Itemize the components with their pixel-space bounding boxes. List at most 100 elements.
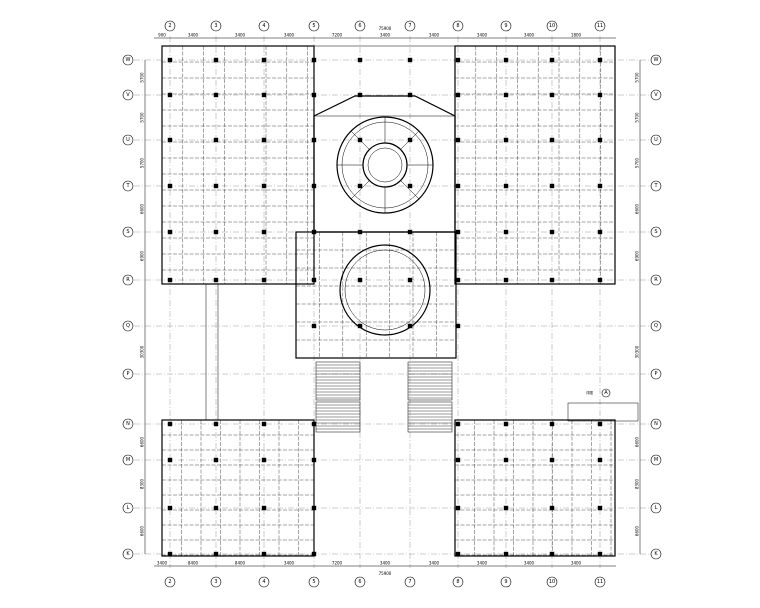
column — [213, 277, 219, 283]
axis-label: 6 — [358, 23, 361, 29]
dim-value: 6600 — [140, 203, 145, 214]
axis-label: 2 — [168, 23, 171, 29]
column — [549, 457, 555, 463]
radial-beam — [350, 180, 370, 200]
column — [549, 551, 555, 557]
axis-label: M — [126, 457, 130, 463]
axis-bubble — [258, 576, 270, 588]
dim-value: 3400 — [477, 33, 488, 38]
axis-bubble — [650, 89, 662, 101]
column — [503, 137, 509, 143]
dim-value: 5700 — [635, 112, 640, 123]
axis-label: 9 — [504, 579, 507, 585]
column — [167, 57, 173, 63]
axis-label: 11 — [597, 23, 603, 29]
stairs — [315, 361, 453, 433]
dim-value: 3400 — [235, 33, 246, 38]
dim-value: 8300 — [635, 478, 640, 489]
column — [357, 183, 363, 189]
axis-label: P — [126, 371, 129, 377]
axis-label: 8 — [456, 23, 459, 29]
column — [597, 137, 603, 143]
column — [597, 57, 603, 63]
axis-label: 10 — [549, 579, 555, 585]
dim-value: 3400 — [524, 33, 535, 38]
axis-label: V — [126, 92, 130, 98]
axis-bubble — [650, 180, 662, 192]
axis-label: R — [654, 277, 658, 283]
axis-bubble — [122, 368, 134, 380]
column — [357, 277, 363, 283]
axis-bubble — [500, 20, 512, 32]
column — [597, 183, 603, 189]
dim-value: 5700 — [635, 72, 640, 83]
column — [311, 229, 317, 235]
axis-label: 4 — [262, 23, 265, 29]
axis-bubble — [546, 576, 558, 588]
column — [167, 92, 173, 98]
column — [455, 277, 461, 283]
callout-text: 详图 — [586, 390, 594, 395]
column — [167, 229, 173, 235]
column — [455, 551, 461, 557]
columns — [167, 57, 603, 557]
beam-lines — [162, 46, 615, 556]
axis-label: L — [127, 505, 130, 511]
dim-value: 3400 — [571, 561, 582, 566]
dim-value: 3400 — [284, 33, 295, 38]
axis-label: 5 — [312, 579, 315, 585]
middle-block — [295, 231, 457, 359]
column — [503, 57, 509, 63]
column — [407, 229, 413, 235]
axis-label: Q — [126, 323, 130, 329]
axis-bubble — [650, 418, 662, 430]
axis-bubble — [452, 20, 464, 32]
column — [455, 457, 461, 463]
axis-bubble — [122, 89, 134, 101]
axis-bubble — [308, 20, 320, 32]
column — [167, 457, 173, 463]
lower-circle-room — [339, 244, 431, 336]
dim-value: 6600 — [140, 436, 145, 447]
column — [407, 183, 413, 189]
dim-value: 3400 — [284, 561, 295, 566]
axis-bubble — [546, 20, 558, 32]
column — [261, 277, 267, 283]
column — [549, 92, 555, 98]
column — [407, 277, 413, 283]
axis-bubble — [122, 54, 134, 66]
axis-label: V — [654, 92, 658, 98]
small-circle-core — [362, 142, 408, 188]
axis-bubble — [122, 134, 134, 146]
dim-value: 5700 — [140, 112, 145, 123]
column — [311, 183, 317, 189]
dim-value: 5700 — [140, 72, 145, 83]
column — [261, 457, 267, 463]
column — [311, 57, 317, 63]
axis-label: Q — [654, 323, 658, 329]
axis-bubble — [650, 454, 662, 466]
column — [503, 183, 509, 189]
small-circle-inner — [367, 147, 403, 183]
dim-value: 7200 — [332, 33, 343, 38]
axis-bubble — [164, 20, 176, 32]
column — [455, 137, 461, 143]
axis-bubble — [258, 20, 270, 32]
axis-bubble — [650, 320, 662, 332]
lower-right-wing — [454, 419, 616, 557]
column — [167, 183, 173, 189]
column — [261, 57, 267, 63]
column — [213, 457, 219, 463]
callout-label: A — [604, 390, 608, 396]
dim-value: 6900 — [635, 250, 640, 261]
column — [213, 551, 219, 557]
column — [597, 92, 603, 98]
column — [261, 92, 267, 98]
axis-bubble — [122, 180, 134, 192]
axis-bubble — [650, 502, 662, 514]
building-outline — [161, 45, 616, 557]
column — [549, 137, 555, 143]
